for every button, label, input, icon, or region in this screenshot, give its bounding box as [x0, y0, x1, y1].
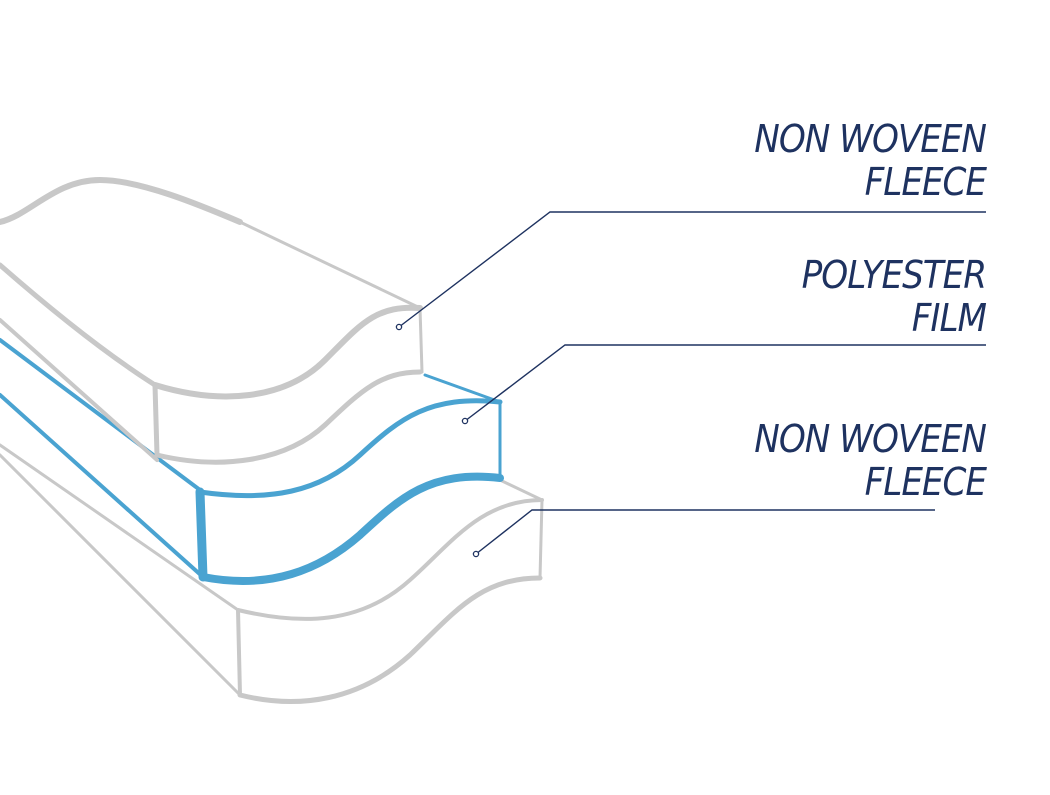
- label-line-2: FLEECE: [864, 160, 987, 204]
- leader-dot: [395, 323, 403, 331]
- label-line-1: POLYESTER: [801, 253, 987, 297]
- label-top-non-woven-fleece: NON WOVEEN FLEECE: [754, 117, 987, 204]
- leader-dot: [461, 417, 469, 425]
- bottom-fleece-layer: [0, 443, 544, 705]
- leader-line-bottom-fleece: [472, 509, 935, 558]
- label-line-2: FILM: [911, 296, 987, 340]
- middle-film-layer: [0, 338, 504, 585]
- label-line-1: NON WOVEEN: [754, 117, 987, 161]
- label-line-2: FLEECE: [864, 460, 987, 504]
- leader-dot: [472, 550, 480, 558]
- label-line-1: NON WOVEEN: [754, 417, 987, 461]
- label-polyester-film: POLYESTER FILM: [801, 253, 987, 340]
- leader-line-film: [461, 344, 986, 425]
- label-bottom-non-woven-fleece: NON WOVEEN FLEECE: [754, 417, 987, 504]
- top-fleece-layer: [0, 177, 424, 465]
- leader-line-top-fleece: [395, 211, 986, 331]
